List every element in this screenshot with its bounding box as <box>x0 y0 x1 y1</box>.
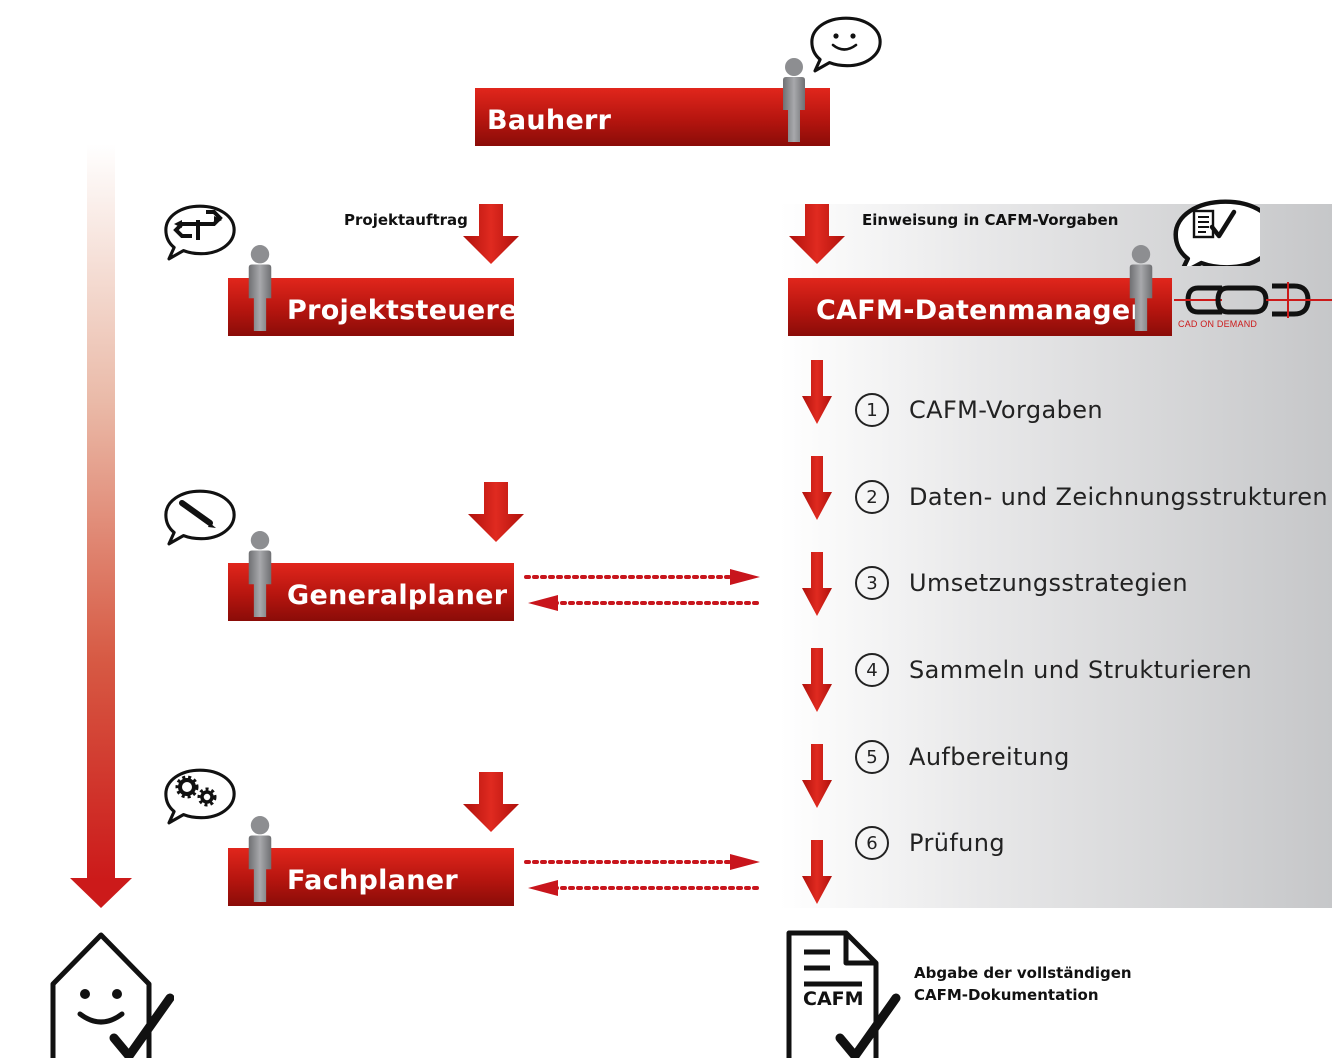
step-label: CAFM-Vorgaben <box>909 396 1103 424</box>
pencil-speech-bubble-icon <box>162 487 238 547</box>
direction-sign-speech-bubble-icon <box>162 202 238 262</box>
exchange-arrows-icon <box>524 854 764 896</box>
role-fachplaner: Fachplaner <box>228 848 514 906</box>
step-number: 3 <box>855 566 889 600</box>
step-label: Prüfung <box>909 829 1006 857</box>
smiley-speech-bubble-icon <box>808 14 884 74</box>
projektauftrag-label: Projektauftrag <box>344 211 468 229</box>
step-arrow-icon <box>802 840 832 904</box>
step-1: 1 CAFM-Vorgaben <box>855 393 1103 427</box>
step-number: 6 <box>855 826 889 860</box>
cod-logo-subtitle: CAD ON DEMAND <box>1178 319 1258 329</box>
step-label: Daten- und Zeichnungsstrukturen <box>909 483 1329 511</box>
down-arrow-icon <box>787 204 847 264</box>
step-arrow-icon <box>802 456 832 520</box>
person-icon <box>779 58 809 142</box>
step-3: 3 Umsetzungsstrategien <box>855 566 1188 600</box>
step-5: 5 Aufbereitung <box>855 740 1070 774</box>
down-arrow-icon <box>461 204 521 264</box>
timeline-arrow <box>70 144 132 908</box>
abgabe-line-2: CAFM-Dokumentation <box>914 986 1099 1004</box>
role-label: Generalplaner <box>287 579 508 611</box>
cod-logo: CAD ON DEMAND <box>1174 276 1332 332</box>
cafm-document-label: CAFM <box>803 988 864 1010</box>
person-icon <box>1127 245 1155 331</box>
happy-house-icon <box>50 932 174 1058</box>
down-arrow-icon <box>466 482 526 542</box>
step-number: 4 <box>855 653 889 687</box>
abgabe-line-1: Abgabe der vollständigen <box>914 964 1132 982</box>
role-projektsteuerer: Projektsteuerer <box>228 278 531 336</box>
step-arrow-icon <box>802 648 832 712</box>
down-arrow-icon <box>461 772 521 832</box>
role-label: Projektsteuerer <box>287 294 532 326</box>
step-6: 6 Prüfung <box>855 826 1005 860</box>
checklist-speech-bubble-icon <box>1168 196 1260 266</box>
abgabe-label: Abgabe der vollständigen CAFM-Dokumentat… <box>914 962 1132 1006</box>
step-number: 1 <box>855 393 889 427</box>
role-label: CAFM-Datenmanager <box>816 294 1145 326</box>
step-arrow-icon <box>802 744 832 808</box>
person-icon <box>246 531 274 617</box>
role-datenmanager: CAFM-Datenmanager <box>788 278 1172 336</box>
step-label: Aufbereitung <box>909 743 1070 771</box>
step-label: Umsetzungsstrategien <box>909 569 1188 597</box>
cod-logo-icon <box>1174 282 1332 318</box>
gears-speech-bubble-icon <box>162 766 238 826</box>
exchange-arrows-icon <box>524 569 764 611</box>
step-number: 5 <box>855 740 889 774</box>
einweisung-label: Einweisung in CAFM-Vorgaben <box>862 211 1119 229</box>
step-arrow-icon <box>802 552 832 616</box>
role-generalplaner: Generalplaner <box>228 563 514 621</box>
step-number: 2 <box>855 480 889 514</box>
step-2: 2 Daten- und Zeichnungsstrukturen <box>855 480 1328 514</box>
step-4: 4 Sammeln und Strukturieren <box>855 653 1252 687</box>
step-label: Sammeln und Strukturieren <box>909 656 1253 684</box>
role-label: Fachplaner <box>287 864 458 896</box>
person-icon <box>246 245 274 331</box>
role-label: Bauherr <box>487 104 612 136</box>
person-icon <box>246 816 274 902</box>
role-bauherr: Bauherr <box>475 88 830 146</box>
step-arrow-icon <box>802 360 832 424</box>
cafm-document-icon <box>786 930 901 1058</box>
